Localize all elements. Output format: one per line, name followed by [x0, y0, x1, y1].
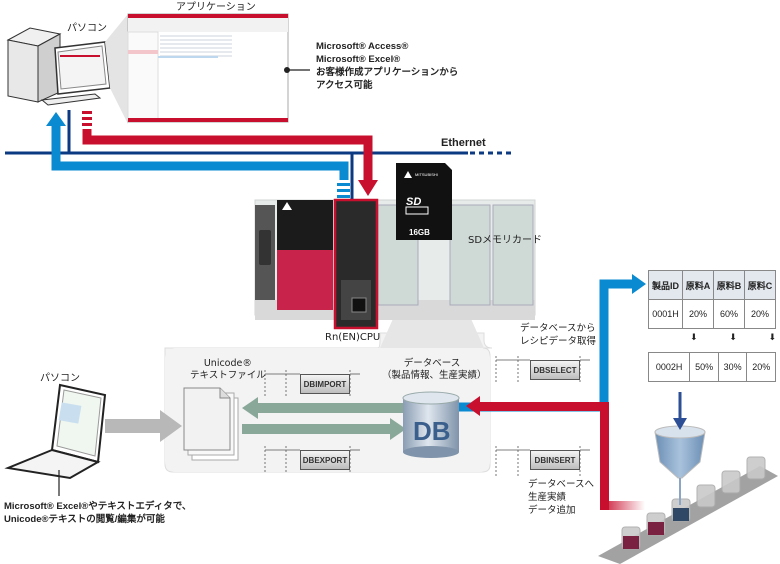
header-product-id: 製品ID	[647, 270, 684, 300]
production-line	[598, 392, 778, 564]
cell: 30%	[717, 352, 748, 382]
app-description: Microsoft® Access® Microsoft® Excel® お客様…	[316, 40, 458, 92]
recipe-header-row: 製品ID 原料A 原料B 原料C	[647, 270, 776, 300]
text-file-label-line1: Unicode®	[203, 358, 252, 369]
plc-rack	[254, 199, 536, 320]
export-arrow	[242, 418, 406, 440]
top-pc-label: パソコン	[67, 23, 107, 34]
cpu-module	[333, 198, 379, 330]
svg-text:SD: SD	[406, 196, 421, 208]
header-material-c: 原料C	[744, 270, 776, 300]
desktop-pc	[6, 27, 111, 106]
dbinsert-function-block[interactable]: DBINSERT	[530, 450, 580, 470]
cell: 0002H	[647, 352, 691, 382]
db-icon-text: DB	[413, 416, 451, 446]
laptop-caption-line1: Microsoft® Excel®やテキストエディタで、	[4, 501, 192, 512]
database-label-line2: （製品情報、生産実績）	[382, 370, 487, 381]
cell: 50%	[689, 352, 719, 382]
ladder-rungs	[264, 356, 590, 478]
dbimport-function-block[interactable]: DBIMPORT	[300, 374, 350, 394]
database-cylinder	[402, 391, 460, 458]
application-label: アプリケーション	[176, 2, 256, 13]
cell: 0001H	[647, 299, 684, 329]
down-arrow-icon: ⬇	[690, 333, 698, 343]
database-label: データベース （製品情報、生産実績）	[382, 358, 487, 382]
cpu-label: Rn(EN)CPU	[325, 332, 381, 343]
cell: 60%	[713, 299, 745, 329]
select-caption-line1: データベースから	[520, 323, 596, 334]
laptop-label: パソコン	[40, 373, 80, 384]
laptop-pc	[4, 383, 107, 480]
sd-capacity: 16GB	[409, 228, 430, 237]
recipe-table-after: 0002H 50% 30% 20%	[647, 352, 776, 382]
import-arrow	[242, 397, 408, 419]
cell: 20%	[744, 299, 776, 329]
header-material-b: 原料B	[713, 270, 745, 300]
application-window	[105, 13, 289, 124]
app-line-custom: お客様作成アプリケーションから	[316, 67, 459, 78]
select-caption: データベースから レシピデータ取得	[520, 322, 596, 348]
insert-arrow-red	[466, 396, 645, 510]
select-caption-line2: レシピデータ取得	[520, 336, 597, 347]
cell: 20%	[746, 352, 776, 382]
app-line-access: Microsoft® Access®	[316, 41, 409, 52]
text-file-label: Unicode® テキストファイル	[190, 358, 266, 382]
insert-caption-line1: データベースへ	[528, 479, 595, 490]
down-arrow-icon: ⬇	[768, 333, 776, 343]
sd-card-label: SDメモリカード	[468, 235, 543, 246]
app-line-excel: Microsoft® Excel®	[316, 54, 401, 65]
table-row: 0001H 20% 60% 20%	[647, 299, 776, 329]
app-line-access-ok: アクセス可能	[316, 80, 373, 91]
recipe-table-before: 製品ID 原料A 原料B 原料C 0001H 20% 60% 20%	[647, 270, 776, 329]
insert-caption-line2: 生産実績	[528, 492, 567, 503]
down-arrow-icon: ⬇	[729, 333, 737, 343]
ethernet-label: Ethernet	[441, 137, 486, 149]
recipe-change-arrows: ⬇ ⬇ ⬇	[690, 333, 776, 343]
read-arrow-blue	[46, 112, 350, 198]
insert-caption-line3: データ追加	[528, 505, 576, 516]
laptop-to-file-arrow	[105, 410, 182, 442]
laptop-caption-line2: Unicode®テキストの閲覧/編集が可能	[4, 514, 165, 525]
text-file-icon	[183, 387, 239, 461]
database-label-line1: データベース	[403, 358, 461, 369]
cell: 20%	[682, 299, 715, 329]
dbexport-function-block[interactable]: DBEXPORT	[300, 450, 350, 470]
dbselect-function-block[interactable]: DBSELECT	[530, 360, 580, 380]
svg-text:MITSUBISHI: MITSUBISHI	[415, 172, 438, 177]
insert-caption: データベースへ 生産実績 データ追加	[528, 478, 594, 517]
sd-card: MITSUBISHI SD	[396, 163, 452, 240]
laptop-caption: Microsoft® Excel®やテキストエディタで、 Unicode®テキス…	[4, 500, 191, 526]
table-row: 0002H 50% 30% 20%	[647, 352, 776, 382]
header-material-a: 原料A	[682, 270, 715, 300]
write-arrow-red	[82, 111, 378, 196]
text-file-label-line2: テキストファイル	[190, 370, 266, 381]
